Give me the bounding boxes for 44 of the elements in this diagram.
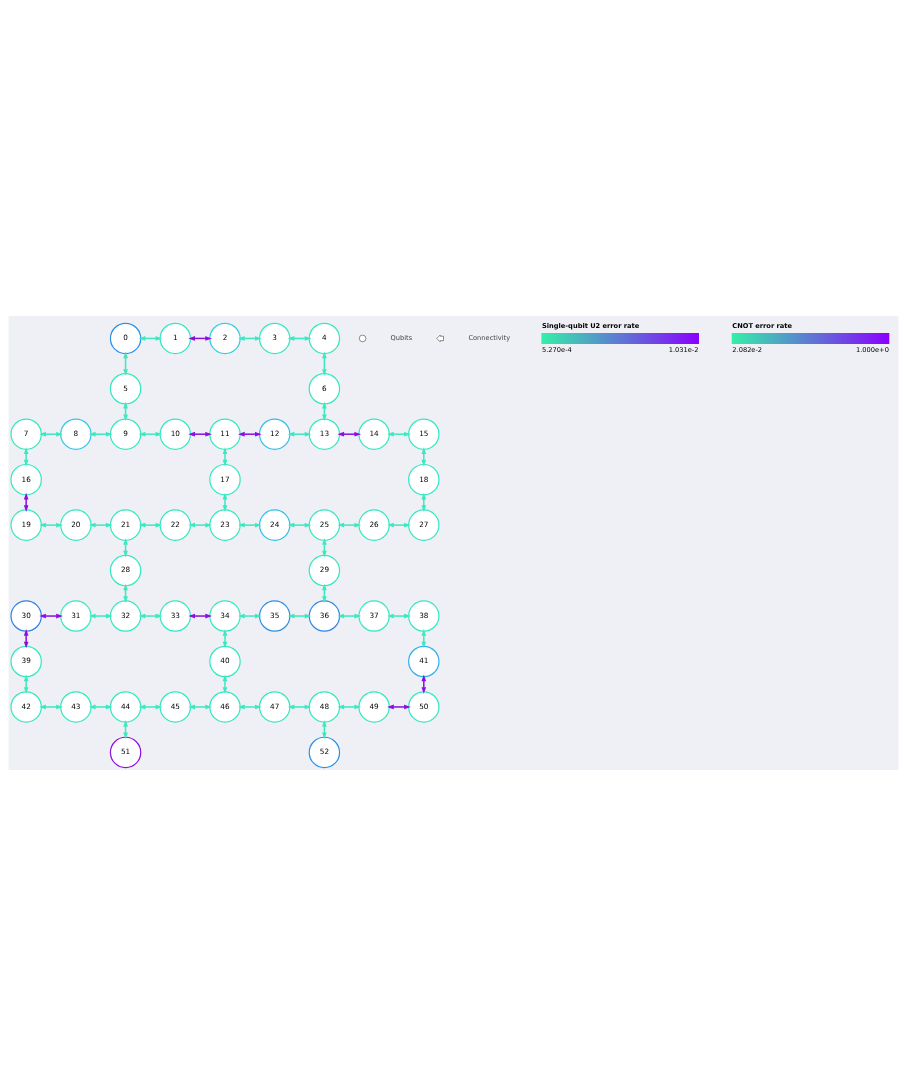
arrow	[387, 704, 411, 709]
arrow	[387, 613, 411, 618]
arrow	[238, 613, 262, 618]
arrow	[23, 446, 29, 467]
arrow	[39, 704, 63, 709]
arrow	[337, 522, 362, 527]
arrow	[287, 704, 312, 709]
arrow	[222, 492, 228, 512]
arrow	[337, 704, 362, 709]
arrow	[287, 431, 312, 437]
arrow	[188, 613, 212, 618]
arrow	[138, 613, 163, 618]
arrow	[88, 704, 113, 709]
arrow	[287, 613, 312, 618]
arrow	[222, 674, 228, 694]
arrow	[222, 628, 228, 648]
arrow	[238, 431, 262, 437]
arrow	[39, 613, 63, 618]
arrow	[188, 522, 212, 527]
arrow	[23, 628, 29, 648]
arrow	[387, 431, 411, 437]
arrow	[138, 704, 163, 709]
arrow	[39, 431, 63, 437]
arrow	[238, 704, 262, 709]
arrow	[337, 431, 362, 437]
arrow	[421, 628, 427, 648]
arrow	[188, 704, 212, 709]
arrow	[421, 446, 427, 467]
arrow	[421, 492, 427, 512]
arrow	[421, 674, 427, 694]
arrow	[238, 522, 262, 527]
arrow	[337, 613, 362, 618]
arrow	[88, 431, 113, 437]
arrow	[188, 431, 212, 437]
arrow	[222, 446, 228, 467]
arrow	[88, 613, 113, 618]
arrow	[387, 522, 411, 527]
arrow	[287, 522, 312, 527]
arrow	[138, 522, 163, 527]
arrow	[138, 431, 163, 437]
arrow	[39, 522, 63, 527]
arrow	[23, 674, 29, 694]
arrow	[88, 522, 113, 527]
arrow	[23, 492, 29, 512]
